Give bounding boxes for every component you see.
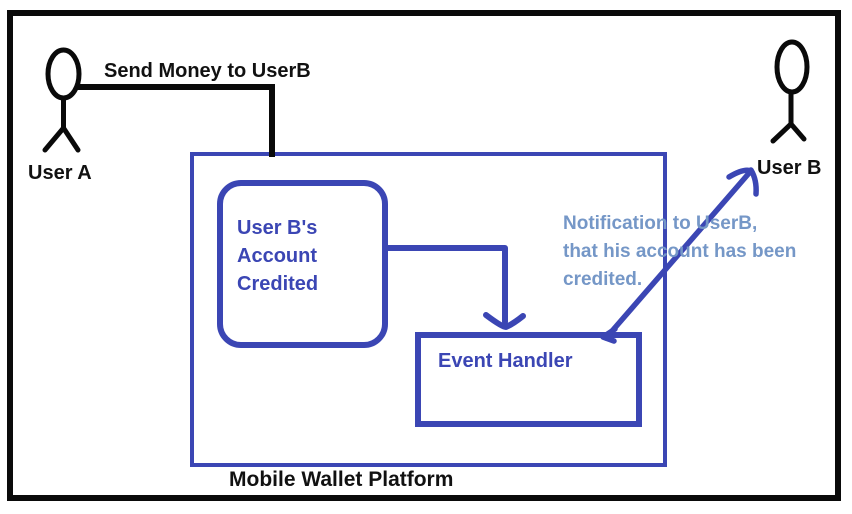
send-money-label: Send Money to UserB — [104, 60, 311, 82]
user-a-label: User A — [28, 162, 92, 184]
notification-label: Notification to UserB, that his account … — [563, 213, 797, 290]
mobile-wallet-platform-label: Mobile Wallet Platform — [229, 468, 454, 491]
mobile-wallet-platform-box — [190, 152, 667, 467]
user-b-figure-icon — [770, 39, 810, 144]
account-credited-label: User B's Account Credited — [237, 217, 319, 295]
event-handler-label: Event Handler — [438, 350, 573, 372]
account-to-event-arrow — [385, 245, 526, 330]
user-a-figure-icon — [42, 47, 82, 153]
user-b-label: User B — [757, 157, 822, 179]
notification-arrow — [600, 167, 759, 344]
event-handler-node: Event Handler — [415, 332, 642, 427]
account-credited-node: User B's Account Credited — [217, 180, 388, 348]
send-money-connector — [76, 84, 275, 157]
diagram-border — [7, 10, 841, 501]
